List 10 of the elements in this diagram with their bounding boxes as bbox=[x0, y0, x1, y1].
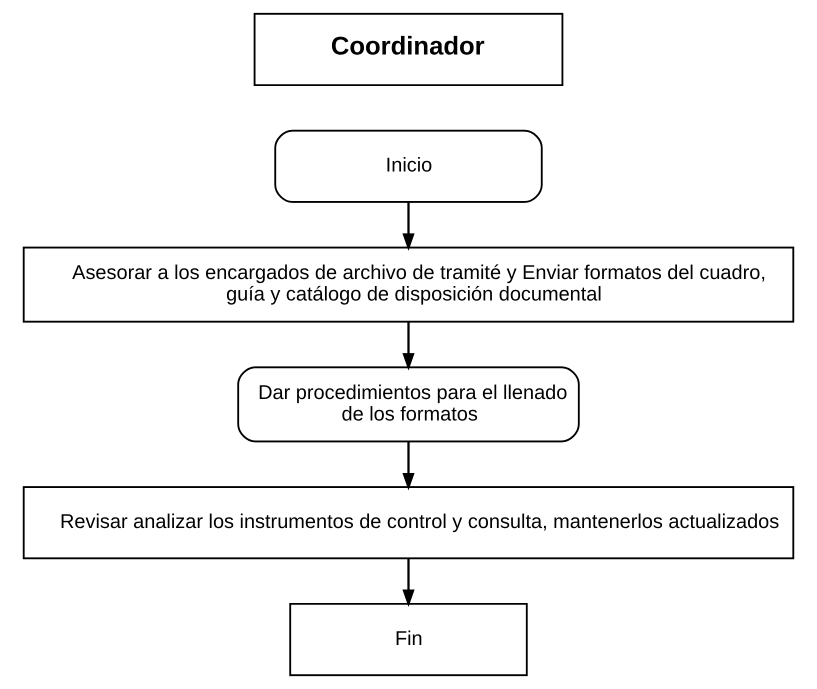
node-box: Dar procedimientos para el llenado de los formatos bbox=[237, 366, 580, 442]
node-box: Asesorar a los encargados de archivo de tramité y Enviar formatos del cuadro, guía y catálogo de disposición documental bbox=[22, 246, 794, 323]
arrow bbox=[402, 322, 415, 370]
arrow bbox=[402, 442, 415, 490]
node-box: Coordinador bbox=[254, 12, 564, 86]
node-box: Revisar analizar los instrumentos de control y consulta, mantenerlos actualizados bbox=[22, 486, 794, 560]
arrow bbox=[402, 202, 415, 251]
arrow bbox=[402, 558, 415, 607]
node-box: Inicio bbox=[274, 130, 543, 203]
node-box: Fin bbox=[289, 602, 528, 676]
